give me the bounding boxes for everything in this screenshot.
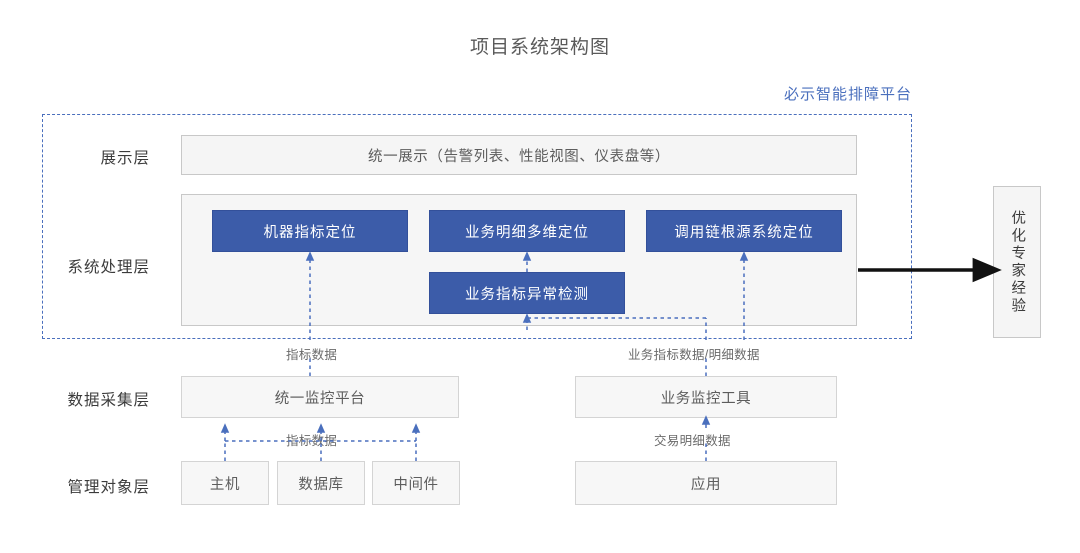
platform-dashed-container [42, 114, 912, 339]
box-application[interactable]: 应用 [575, 461, 837, 505]
box-business-monitoring-tool[interactable]: 业务监控工具 [575, 376, 837, 418]
box-unified-presentation[interactable]: 统一展示（告警列表、性能视图、仪表盘等） [181, 135, 857, 175]
connector-label-metrics-to-collection: 指标数据 [283, 430, 341, 449]
row-label-collection: 数据采集层 [67, 392, 150, 409]
box-trace-root-system-locating[interactable]: 调用链根源系统定位 [646, 210, 842, 252]
connector-label-transactions-to-collection: 交易明细数据 [651, 430, 734, 449]
row-label-presentation: 展示层 [100, 150, 150, 167]
row-label-processing: 系统处理层 [67, 259, 150, 276]
connector-label-metrics-to-processing: 指标数据 [283, 344, 341, 363]
page-title: 项目系统架构图 [469, 37, 610, 58]
box-unified-monitoring-platform[interactable]: 统一监控平台 [181, 376, 459, 418]
box-business-detail-multidim-locating[interactable]: 业务明细多维定位 [429, 210, 625, 252]
box-machine-metric-locating[interactable]: 机器指标定位 [212, 210, 408, 252]
connector-label-business-to-processing: 业务指标数据/明细数据 [625, 344, 763, 363]
box-host[interactable]: 主机 [181, 461, 269, 505]
platform-label: 必示智能排障平台 [783, 86, 912, 103]
box-business-metric-anomaly-detection[interactable]: 业务指标异常检测 [429, 272, 625, 314]
box-optimization-expert-experience[interactable]: 优化专家经验 [993, 186, 1041, 338]
box-optimization-expert-experience-label: 优化专家经验 [1009, 209, 1026, 315]
row-label-object: 管理对象层 [67, 479, 150, 496]
box-middleware[interactable]: 中间件 [372, 461, 460, 505]
box-database[interactable]: 数据库 [277, 461, 365, 505]
